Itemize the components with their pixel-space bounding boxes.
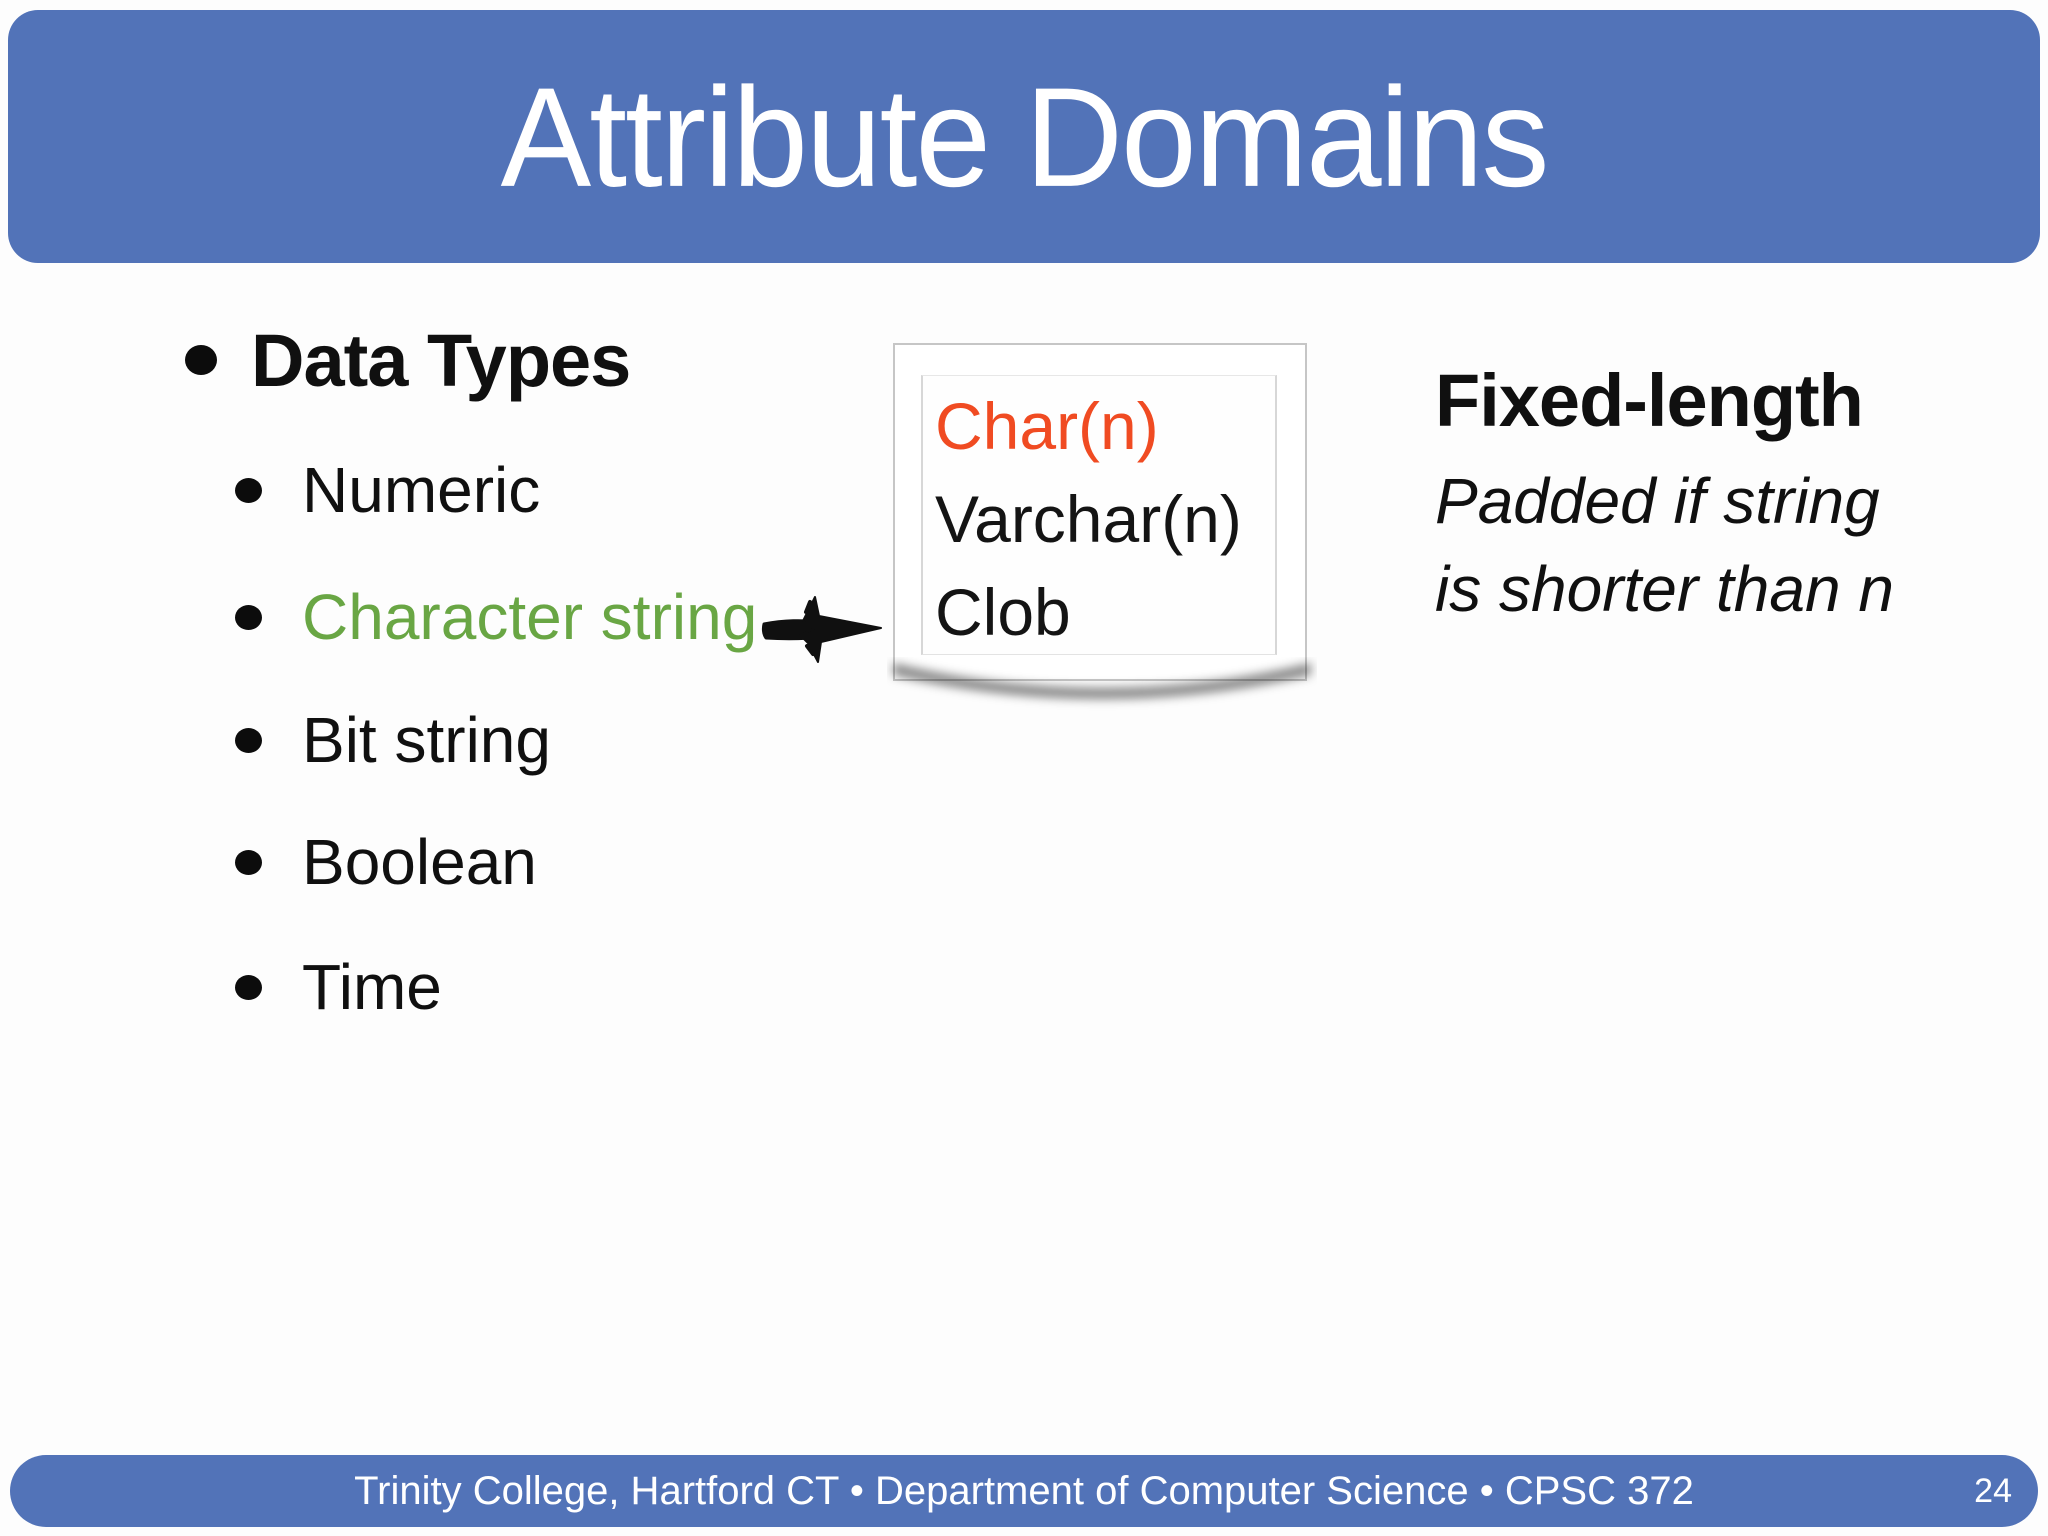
- note-card-line-varchar: Varchar(n): [935, 482, 1242, 556]
- note-card-page: Char(n) Varchar(n) Clob: [921, 375, 1277, 655]
- list-item-label: Time: [302, 951, 442, 1023]
- footer-text: Trinity College, Hartford CT • Departmen…: [354, 1468, 1694, 1513]
- annotation-line-1: Padded if string: [1435, 465, 1880, 537]
- list-item-time: Time: [235, 945, 442, 1029]
- bullet-icon: [235, 974, 262, 1000]
- annotation-line-2: is shorter than n: [1435, 553, 1894, 625]
- list-item-numeric: Numeric: [235, 448, 540, 532]
- list-item-label: Boolean: [302, 826, 537, 898]
- list-item-data-types: Data Types: [185, 318, 631, 402]
- list-item-character-string: Character string: [235, 575, 757, 659]
- list-item-label: Numeric: [302, 454, 541, 526]
- list-item-label-highlighted: Character string: [302, 581, 758, 653]
- bullet-icon: [235, 849, 262, 875]
- list-item-bit-string: Bit string: [235, 698, 551, 782]
- bullet-icon: [235, 604, 262, 630]
- bullet-icon: [235, 727, 262, 753]
- note-card: Char(n) Varchar(n) Clob: [893, 343, 1311, 699]
- list-item-label: Bit string: [302, 704, 551, 776]
- slide-title: Attribute Domains: [500, 57, 1550, 216]
- note-card-shadow: [893, 663, 1311, 699]
- annotation-heading: Fixed-length: [1435, 359, 1864, 442]
- bullet-icon: [235, 477, 262, 503]
- page-number: 24: [1974, 1471, 2012, 1510]
- footer-bar: Trinity College, Hartford CT • Departmen…: [10, 1455, 2038, 1527]
- bullet-icon: [185, 345, 217, 375]
- list-item-boolean: Boolean: [235, 820, 537, 904]
- title-bar: Attribute Domains: [8, 10, 2040, 263]
- fixed-length-annotation: Fixed-length Padded if string is shorter…: [1435, 358, 1894, 633]
- list-item-label: Data Types: [251, 318, 631, 402]
- note-card-line-char: Char(n): [935, 389, 1159, 463]
- note-card-line-clob: Clob: [935, 575, 1071, 649]
- hand-drawn-arrow-icon: [761, 596, 882, 663]
